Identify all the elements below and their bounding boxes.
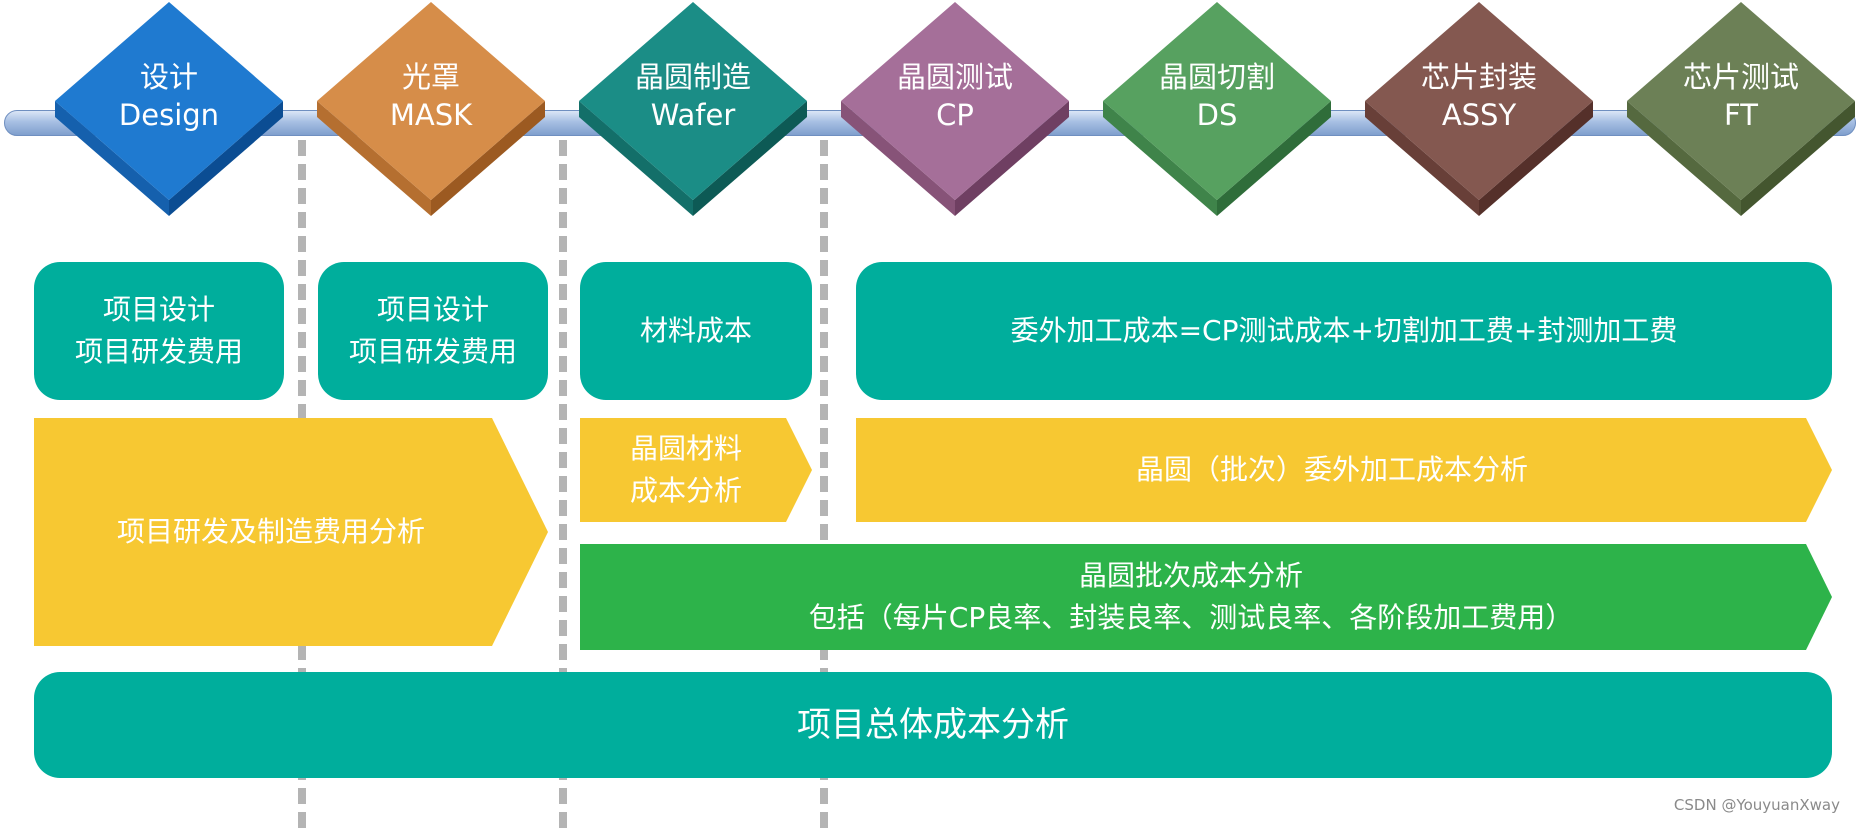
stage-diamond-right-side: [1217, 101, 1331, 216]
batch-cost-arrow: 晶圆批次成本分析 包括（每片CP良率、封装良率、测试良率、各阶段加工费用）: [580, 544, 1832, 650]
stage-diamond-face: [55, 2, 283, 200]
stage-diamond-1: 设计 Design: [52, 0, 286, 218]
mask-cost-box: 项目设计 项目研发费用: [318, 262, 548, 400]
batch-cost-line2: 包括（每片CP良率、封装良率、测试良率、各阶段加工费用）: [808, 601, 1574, 634]
wafer-material-line1: 晶圆材料: [629, 432, 742, 465]
stage-cn-label: 晶圆测试: [896, 60, 1013, 94]
design-cost-box: 项目设计 项目研发费用: [34, 262, 284, 400]
outsource-batch-label: 晶圆（批次）委外加工成本分析: [1135, 453, 1528, 486]
stage-diamond-face: [1627, 2, 1855, 200]
rd-analysis-arrow: 项目研发及制造费用分析: [34, 418, 548, 646]
watermark: CSDN @YouyuanXway: [1673, 796, 1840, 814]
stage-diamond-left-side: [1103, 101, 1217, 216]
stage-diamond-face: [1365, 2, 1593, 200]
wafer-material-arrow: 晶圆材料 成本分析: [580, 418, 812, 522]
stage-diamond-face: [841, 2, 1069, 200]
stage-diamond-left-side: [1627, 101, 1741, 216]
stage-cn-label: 光罩: [401, 60, 460, 94]
stage-cn-label: 芯片测试: [1682, 60, 1799, 94]
stage-diamond-left-side: [317, 101, 431, 216]
separator-mask-wafer: [559, 140, 567, 828]
mask-cost-line2: 项目研发费用: [348, 335, 517, 368]
stage-diamond-4: 晶圆测试 CP: [838, 0, 1072, 218]
outsource-cost-label: 委外加工成本=CP测试成本+切割加工费+封测加工费: [1010, 314, 1678, 347]
rd-analysis-label: 项目研发及制造费用分析: [116, 515, 425, 548]
stage-label: 晶圆制造 Wafer: [576, 58, 810, 134]
wafer-material-line2: 成本分析: [629, 474, 742, 507]
stage-en-label: MASK: [389, 98, 473, 132]
design-cost-line2: 项目研发费用: [74, 335, 243, 368]
total-cost-box: 项目总体成本分析: [34, 672, 1832, 778]
total-cost-label: 项目总体成本分析: [797, 705, 1069, 745]
material-cost-box: 材料成本: [580, 262, 812, 400]
separator-wafer-cp: [820, 140, 828, 828]
batch-cost-line1: 晶圆批次成本分析: [1078, 559, 1303, 592]
stage-diamond-right-side: [431, 101, 545, 216]
stage-label: 晶圆测试 CP: [838, 58, 1072, 134]
outsource-cost-box: 委外加工成本=CP测试成本+切割加工费+封测加工费: [856, 262, 1832, 400]
stage-cn-label: 晶圆切割: [1158, 60, 1275, 94]
stage-en-label: Design: [118, 98, 220, 132]
stage-en-label: CP: [936, 98, 974, 132]
stage-cn-label: 芯片封装: [1420, 60, 1537, 94]
stage-diamond-right-side: [693, 101, 807, 216]
material-cost-label: 材料成本: [639, 314, 752, 347]
stage-diamond-3: 晶圆制造 Wafer: [576, 0, 810, 218]
stage-diamond-face: [317, 2, 545, 200]
stage-diamond-right-side: [169, 101, 283, 216]
stage-diamond-face: [579, 2, 807, 200]
stage-label: 光罩 MASK: [314, 58, 548, 134]
stage-diamond-face: [1103, 2, 1331, 200]
stage-label: 晶圆切割 DS: [1100, 58, 1334, 134]
outsource-batch-arrow: 晶圆（批次）委外加工成本分析: [856, 418, 1832, 522]
stage-diamond-left-side: [841, 101, 955, 216]
stage-en-label: FT: [1724, 98, 1758, 132]
stage-diamond-right-side: [1741, 101, 1855, 216]
stage-en-label: DS: [1196, 98, 1238, 132]
stage-en-label: Wafer: [650, 98, 736, 132]
stage-diamond-left-side: [55, 101, 169, 216]
mask-cost-line1: 项目设计: [376, 293, 489, 326]
stage-diamond-right-side: [1479, 101, 1593, 216]
stage-diamond-left-side: [579, 101, 693, 216]
stage-cn-label: 设计: [139, 60, 198, 94]
stage-label: 设计 Design: [52, 58, 286, 134]
design-cost-line1: 项目设计: [102, 293, 215, 326]
stage-diamond-right-side: [955, 101, 1069, 216]
stage-diamond-2: 光罩 MASK: [314, 0, 548, 218]
stage-diamond-left-side: [1365, 101, 1479, 216]
stage-en-label: ASSY: [1441, 98, 1517, 132]
stage-diamond-5: 晶圆切割 DS: [1100, 0, 1334, 218]
stage-label: 芯片封装 ASSY: [1362, 58, 1596, 134]
stage-cn-label: 晶圆制造: [634, 60, 751, 94]
stage-label: 芯片测试 FT: [1624, 58, 1858, 134]
stage-diamond-6: 芯片封装 ASSY: [1362, 0, 1596, 218]
stage-diamond-7: 芯片测试 FT: [1624, 0, 1858, 218]
